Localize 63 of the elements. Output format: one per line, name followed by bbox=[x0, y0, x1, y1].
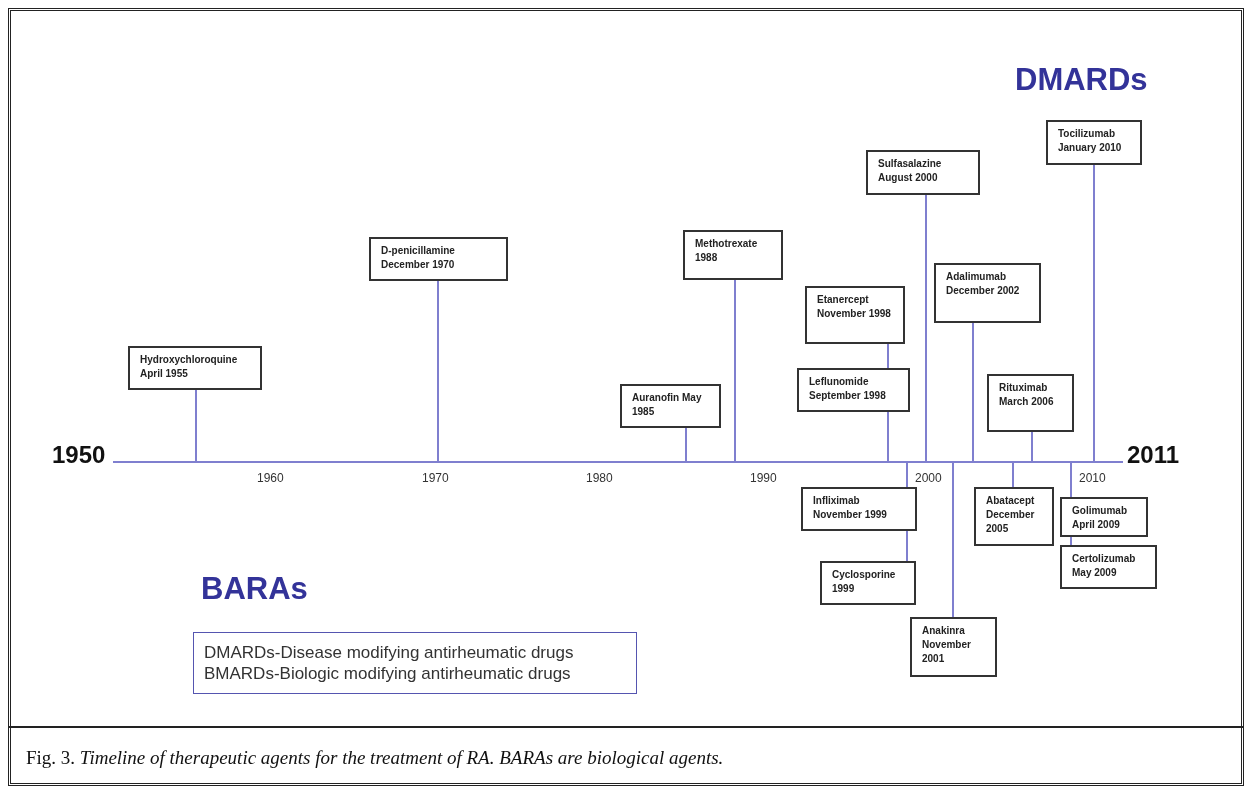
drug-approval-text: Etanercept November 1998 bbox=[817, 293, 892, 321]
leader-line bbox=[1070, 536, 1072, 546]
timeline-box bbox=[987, 374, 1074, 432]
drug-approval-text: Tocilizumab January 2010 bbox=[1058, 127, 1123, 155]
leader-line bbox=[734, 279, 736, 462]
leader-line bbox=[887, 343, 889, 369]
abbreviation-definition: BMARDs-Biologic modifying antirheumatic drugs bbox=[204, 663, 572, 684]
tick-label: 2000 bbox=[915, 471, 942, 485]
timeline-box bbox=[805, 286, 905, 344]
drug-approval-text: Adalimumab December 2002 bbox=[946, 270, 1021, 298]
timeline-box bbox=[934, 263, 1041, 323]
timeline-box bbox=[974, 487, 1054, 546]
timeline-box bbox=[683, 230, 783, 280]
drug-approval-text: Infliximab November 1999 bbox=[813, 494, 888, 522]
timeline-box bbox=[797, 368, 910, 412]
start-year: 1950 bbox=[52, 441, 106, 469]
timeline-box bbox=[1060, 545, 1157, 589]
leader-line bbox=[952, 462, 954, 618]
category-heading: DMARDs bbox=[1015, 62, 1148, 98]
drug-approval-text: Sulfasalazine August 2000 bbox=[878, 157, 943, 185]
end-year: 2011 bbox=[1127, 441, 1180, 469]
drug-approval-text: Certolizumab May 2009 bbox=[1072, 552, 1137, 580]
timeline-box bbox=[1046, 120, 1142, 165]
leader-line bbox=[906, 530, 908, 562]
drug-approval-text: D-penicillamine December 1970 bbox=[381, 244, 456, 272]
leader-line bbox=[1093, 164, 1095, 462]
leader-line bbox=[195, 389, 197, 462]
leader-line bbox=[1012, 462, 1014, 488]
tick-label: 1960 bbox=[257, 471, 284, 485]
timeline-box bbox=[820, 561, 916, 605]
drug-approval-text: Anakinra November 2001 bbox=[922, 624, 972, 666]
figure-caption: Fig. 3. Timeline of therapeutic agents for the treatment of RA. BARAs are biological agents. bbox=[26, 747, 724, 769]
drug-approval-text: Abatacept December 2005 bbox=[986, 494, 1036, 536]
timeline-box bbox=[620, 384, 721, 428]
tick-label: 1970 bbox=[422, 471, 449, 485]
leader-line bbox=[1031, 431, 1033, 462]
category-heading: BARAs bbox=[201, 571, 308, 607]
timeline-box bbox=[369, 237, 508, 281]
tick-label: 1980 bbox=[586, 471, 613, 485]
leader-line bbox=[925, 194, 927, 462]
leader-line bbox=[685, 427, 687, 462]
legend-box bbox=[193, 632, 637, 694]
tick-label: 2010 bbox=[1079, 471, 1106, 485]
drug-approval-text: Auranofin May 1985 bbox=[632, 391, 703, 419]
abbreviation-definition: DMARDs-Disease modifying antirheumatic drugs bbox=[204, 642, 575, 663]
timeline-box bbox=[866, 150, 980, 195]
drug-approval-text: Methotrexate 1988 bbox=[695, 237, 759, 265]
tick-label: 1990 bbox=[750, 471, 777, 485]
leader-line bbox=[972, 322, 974, 462]
timeline-box bbox=[801, 487, 917, 531]
drug-approval-text: Leflunomide September 1998 bbox=[809, 375, 887, 403]
leader-line bbox=[887, 411, 889, 462]
timeline-box bbox=[1060, 497, 1148, 537]
drug-approval-text: Hydroxychloroquine April 1955 bbox=[140, 353, 239, 381]
leader-line bbox=[906, 462, 908, 488]
drug-approval-text: Golimumab April 2009 bbox=[1072, 504, 1128, 532]
drug-approval-text: Cyclosporine 1999 bbox=[832, 568, 897, 596]
timeline-box bbox=[910, 617, 997, 677]
drug-approval-text: Rituximab March 2006 bbox=[999, 381, 1055, 409]
timeline-axis bbox=[113, 461, 1123, 463]
leader-line bbox=[1070, 462, 1072, 498]
leader-line bbox=[437, 280, 439, 462]
timeline-box bbox=[128, 346, 262, 390]
